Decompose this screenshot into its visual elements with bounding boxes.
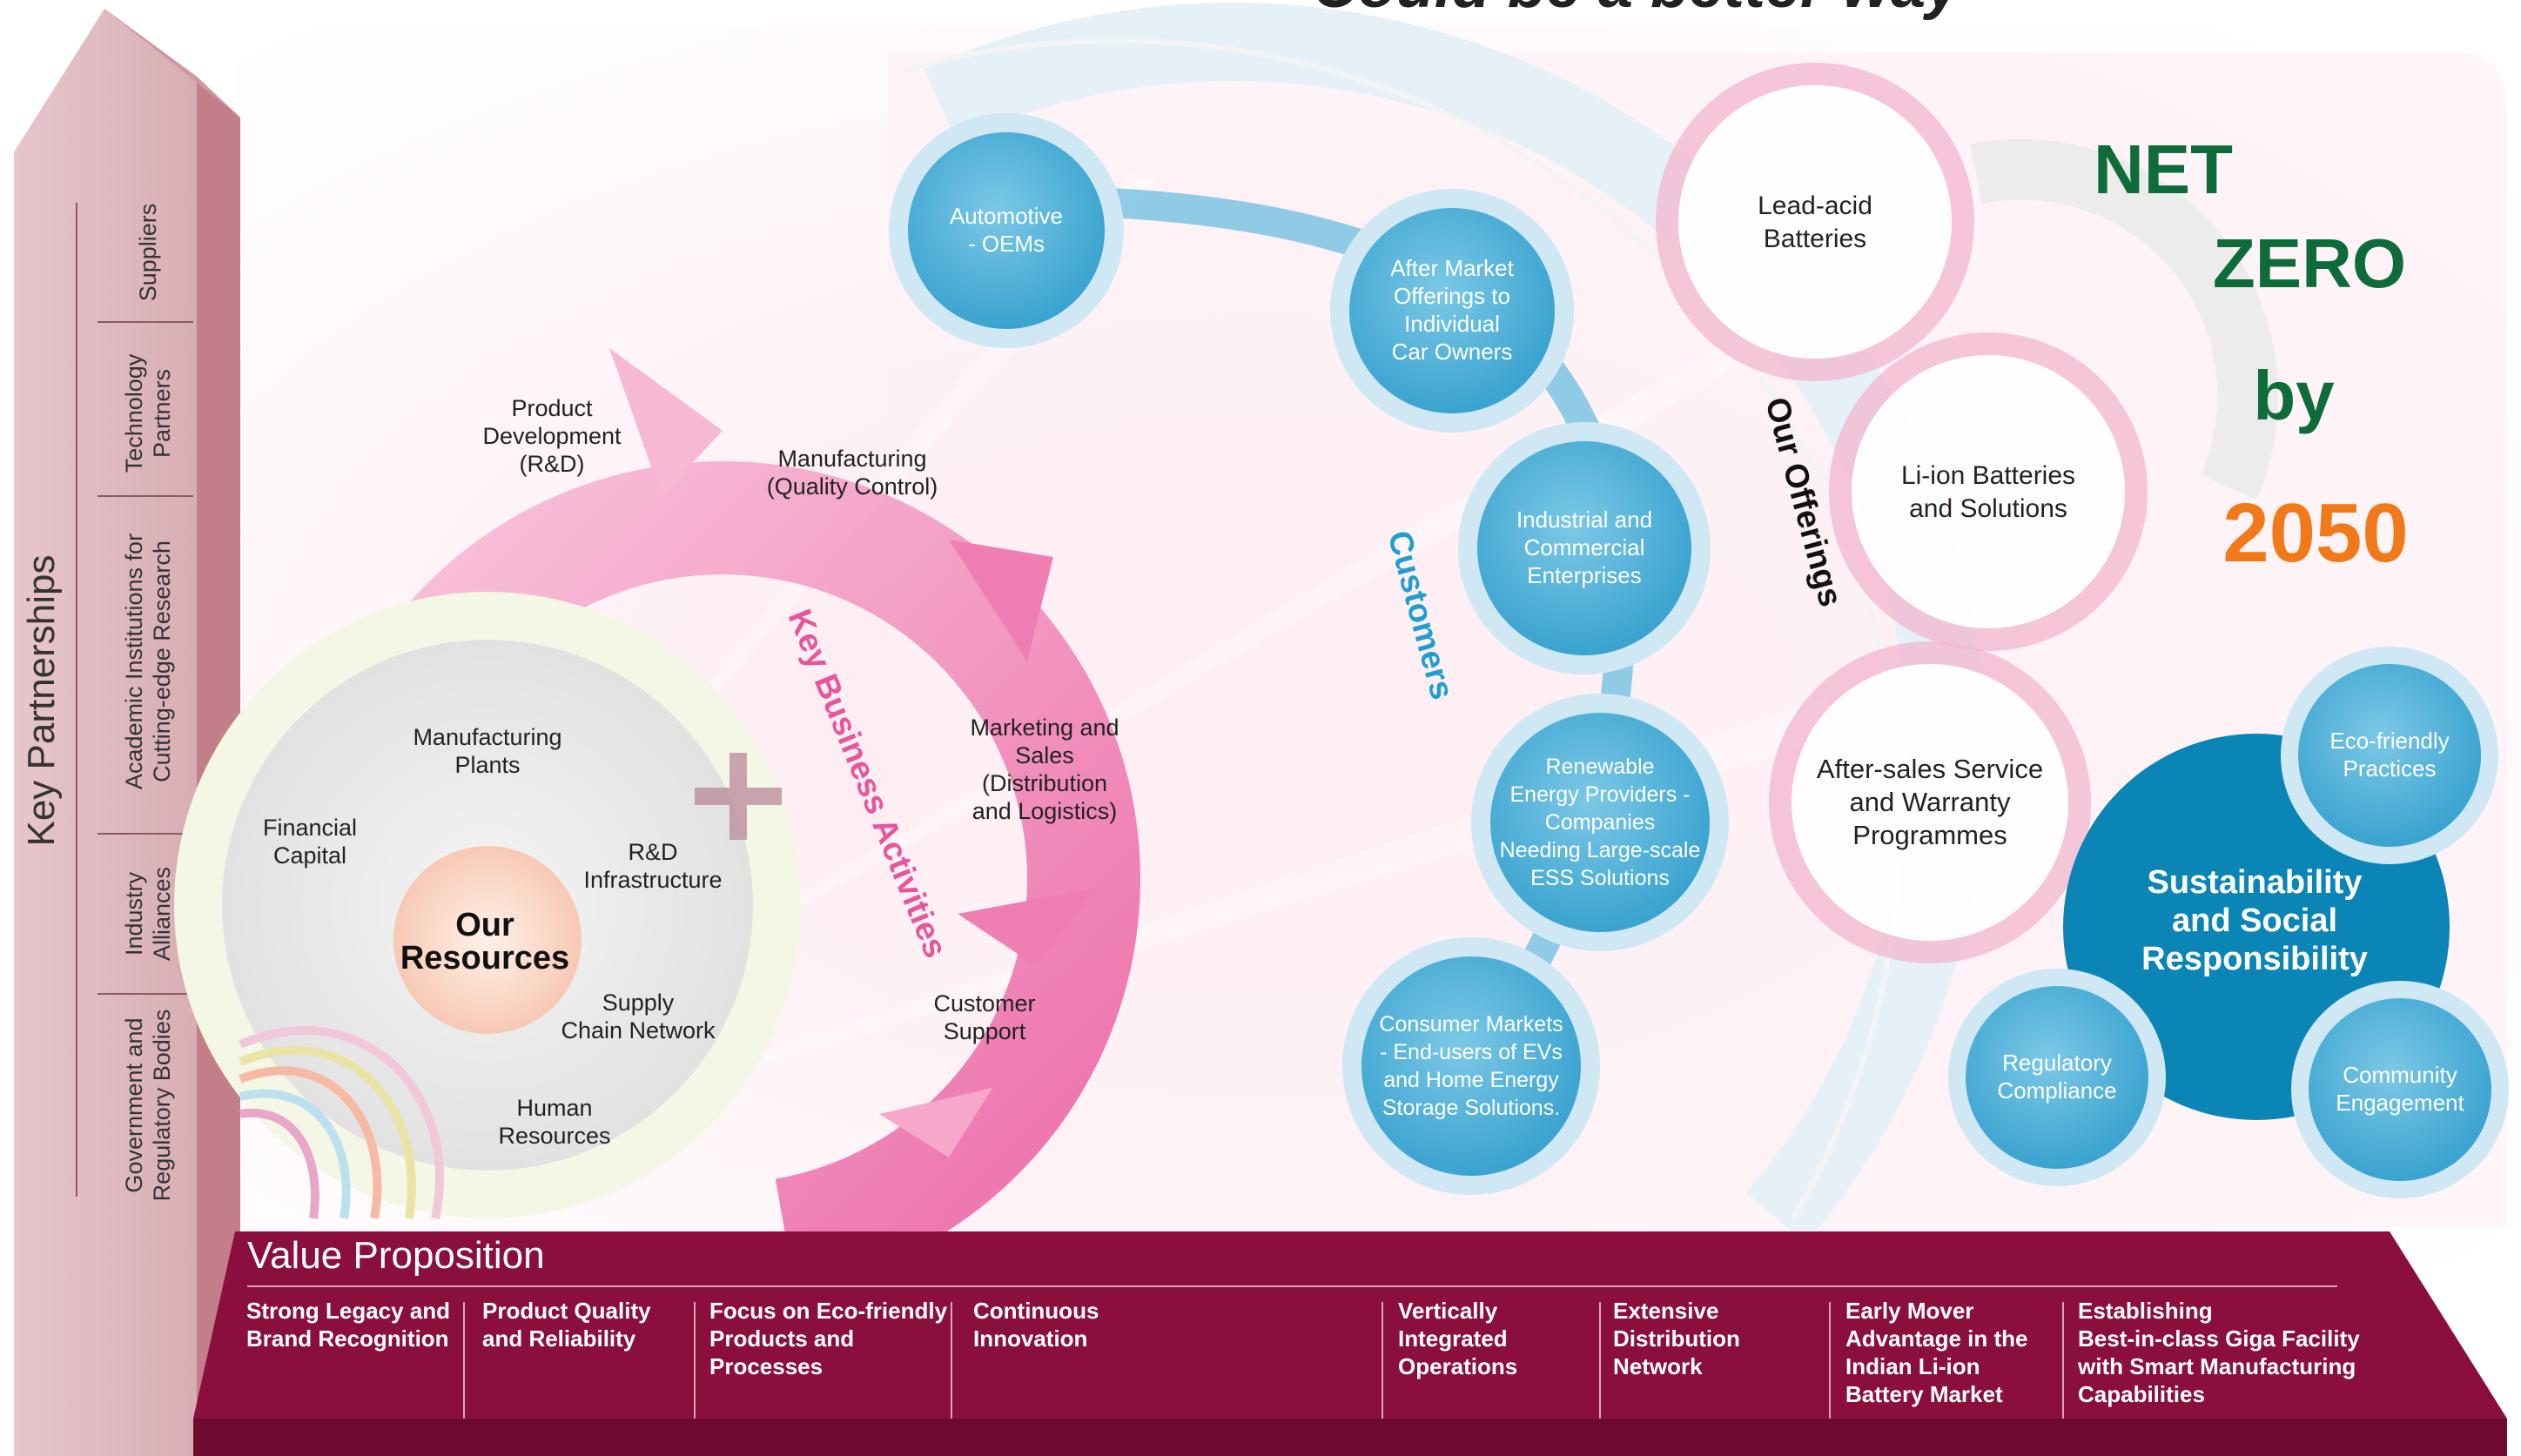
value-proposition-title: Value Proposition: [247, 1234, 545, 1277]
resources-core: [393, 846, 582, 1034]
kp-item: Government andRegulatory Bodies: [121, 1010, 175, 1202]
customer-label: Automotive- OEMs: [950, 203, 1063, 257]
value-proposition-item: Vertically Integrated Operations: [1398, 1298, 1518, 1379]
kp-item: Suppliers: [135, 204, 161, 302]
value-proposition-band: [193, 1231, 2507, 1456]
customer-circle: [1477, 441, 1691, 655]
key-partnerships-title: Key Partnerships: [20, 554, 63, 846]
net-zero-block: NET ZERO by 2050: [2094, 131, 2409, 580]
value-proposition-item: Focus on Eco-friendly Products and Proce…: [709, 1298, 948, 1379]
swirl-decoration: [239, 1026, 444, 1220]
offering-inner: [1852, 355, 2125, 628]
value-proposition-item: Extensive Distribution Network: [1613, 1298, 1740, 1379]
sustainability-item-circle: [2309, 998, 2491, 1181]
net-zero-line1: NET: [2094, 131, 2233, 208]
sustainability-item-circle: [1966, 986, 2148, 1169]
kba-item: Manufacturing(Quality Control): [767, 446, 938, 500]
net-zero-line4: 2050: [2222, 486, 2409, 580]
customer-circle: [908, 132, 1105, 329]
value-proposition-item: Establishing Best-in-class Giga Facility…: [2078, 1298, 2360, 1407]
kp-item: IndustryAlliances: [121, 867, 175, 961]
customer-circle: [1490, 713, 1710, 932]
plus-icon: [695, 753, 782, 840]
offerings-grey-arc: [1969, 138, 2279, 500]
customer-circle: [1349, 208, 1555, 413]
ring-arrow-notches: [609, 348, 1097, 1157]
offering-inner: [1678, 85, 1952, 359]
sustainability-item-circle: [2298, 664, 2481, 847]
net-zero-line3: by: [2253, 357, 2335, 434]
customer-circle: [1361, 956, 1581, 1176]
value-proposition-item: Early Mover Advantage in the Indian Li-i…: [1845, 1298, 2028, 1407]
offering-inner: [1792, 664, 2068, 941]
value-proposition-item: Strong Legacy and Brand Recognition: [246, 1298, 451, 1352]
kp-item: TechnologyPartners: [121, 353, 175, 473]
header-title: Could be a better way: [1313, 0, 1964, 21]
offering-ring: [1769, 641, 2091, 963]
value-proposition-item: Product Quality and Reliability: [482, 1298, 651, 1352]
offering-ring: [1829, 332, 2148, 651]
net-zero-line2: ZERO: [2213, 225, 2406, 302]
offering-ring: [1656, 63, 1974, 381]
value-proposition-item: Continuous Innovation: [973, 1298, 1099, 1352]
kp-item: Academic Institutions forCutting-edge Re…: [121, 533, 175, 789]
